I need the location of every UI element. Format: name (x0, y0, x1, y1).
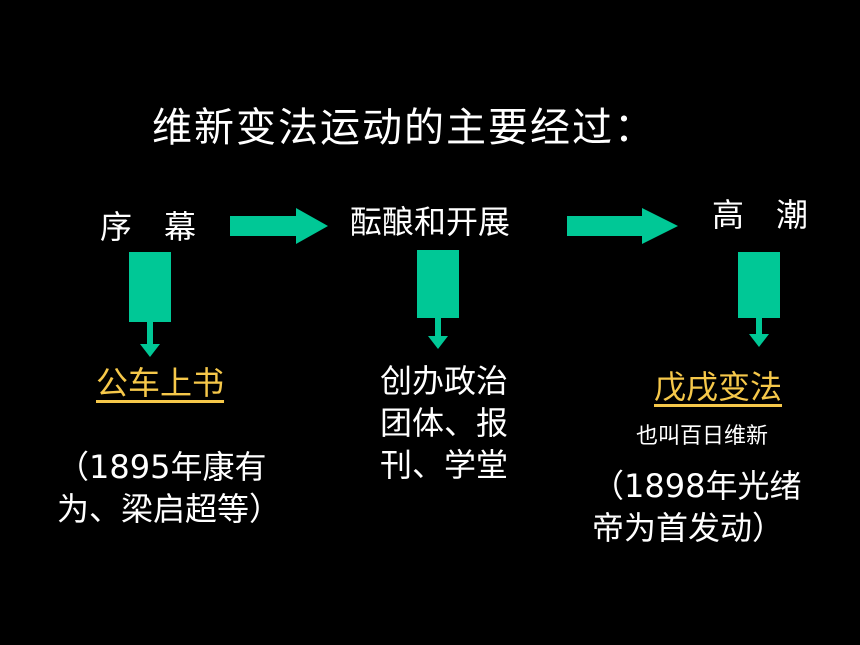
event-wuxu-reform[interactable]: 戊戌变法 (654, 368, 783, 406)
event-political-groups: 创办政治 团体、报 刊、学堂 (380, 362, 509, 485)
note-1895: （1895年康有 为、梁启超等） (57, 448, 282, 529)
arrow-brewing-to-climax (567, 208, 678, 244)
stage-climax: 高 潮 (712, 196, 809, 234)
page-title: 维新变法运动的主要经过： (152, 105, 656, 151)
arrow-down-climax (738, 252, 780, 347)
arrow-prelude-to-brewing (230, 208, 328, 244)
stage-brewing: 酝酿和开展 (350, 203, 511, 241)
arrow-down-prelude (129, 252, 171, 357)
event-gongche-shangshu[interactable]: 公车上书 (96, 364, 225, 402)
alias-hundred-days: 也叫百日维新 (636, 424, 769, 449)
stage-prelude: 序 幕 (100, 208, 197, 246)
note-1898: （1898年光绪 帝为首发动） (592, 467, 802, 548)
arrow-down-brewing (417, 250, 459, 349)
